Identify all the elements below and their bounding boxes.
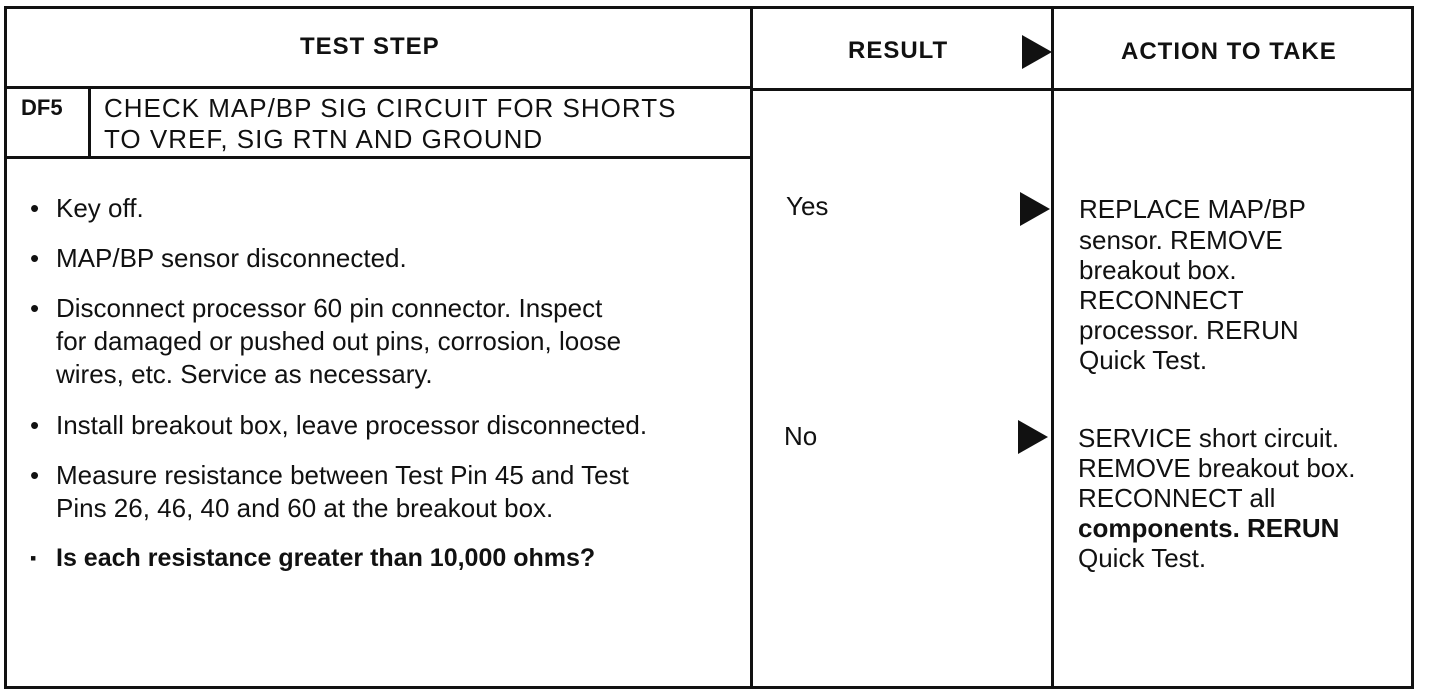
bullet-icon: • — [30, 193, 40, 223]
instruction-line: Measure resistance between Test Pin 45 a… — [56, 460, 629, 490]
instruction-line: for damaged or pushed out pins, corrosio… — [56, 326, 622, 356]
action-line: Quick Test. — [1079, 345, 1208, 375]
step-title-divider — [6, 156, 753, 159]
instruction-line: Key off. — [56, 193, 144, 223]
border-top — [6, 6, 1414, 9]
bullet-icon: • — [30, 410, 40, 440]
instruction-line: Install breakout box, leave processor di… — [56, 410, 648, 440]
action-line: RECONNECT all — [1078, 483, 1276, 513]
result-no: No — [784, 421, 818, 451]
column-divider-action — [1051, 6, 1054, 689]
result-yes: Yes — [786, 191, 829, 221]
column-divider-result — [750, 6, 753, 689]
step-title-line-2: TO VREF, SIG RTN AND GROUND — [104, 124, 544, 154]
bullet-icon: • — [30, 243, 40, 273]
action-line: RECONNECT — [1079, 285, 1244, 315]
action-line: SERVICE short circuit. — [1078, 423, 1340, 453]
step-id-divider — [88, 88, 91, 158]
action-line: REPLACE MAP/BP — [1079, 194, 1306, 224]
header-divider — [6, 86, 753, 89]
action-line: sensor. REMOVE — [1079, 225, 1283, 255]
step-title-line-1: CHECK MAP/BP SIG CIRCUIT FOR SHORTS — [104, 93, 677, 123]
bullet-icon: ▪ — [30, 548, 37, 568]
action-line: Quick Test. — [1078, 543, 1207, 573]
header-arrow-icon — [1022, 35, 1052, 69]
action-line: processor. RERUN — [1079, 315, 1299, 345]
action-line: breakout box. — [1079, 255, 1237, 285]
instruction-line: Disconnect processor 60 pin connector. I… — [56, 293, 603, 323]
instruction-line: wires, etc. Service as necessary. — [56, 359, 433, 389]
header-divider-right — [750, 88, 1414, 91]
border-left — [4, 6, 7, 689]
action-line: components. RERUN — [1078, 513, 1340, 543]
border-bottom — [6, 686, 1414, 689]
action-line: REMOVE breakout box. — [1078, 453, 1356, 483]
step-id: DF5 — [21, 95, 63, 120]
border-right — [1411, 6, 1414, 689]
header-test-step: TEST STEP — [300, 33, 440, 60]
header-action: ACTION TO TAKE — [1121, 38, 1337, 65]
result-no-arrow-icon — [1018, 420, 1048, 454]
instruction-line: Is each resistance greater than 10,000 o… — [56, 544, 596, 572]
result-yes-arrow-icon — [1020, 192, 1050, 226]
instruction-line: Pins 26, 46, 40 and 60 at the breakout b… — [56, 493, 554, 523]
bullet-icon: • — [30, 460, 40, 490]
instruction-line: MAP/BP sensor disconnected. — [56, 243, 407, 273]
bullet-icon: • — [30, 293, 40, 323]
header-result: RESULT — [848, 37, 949, 64]
